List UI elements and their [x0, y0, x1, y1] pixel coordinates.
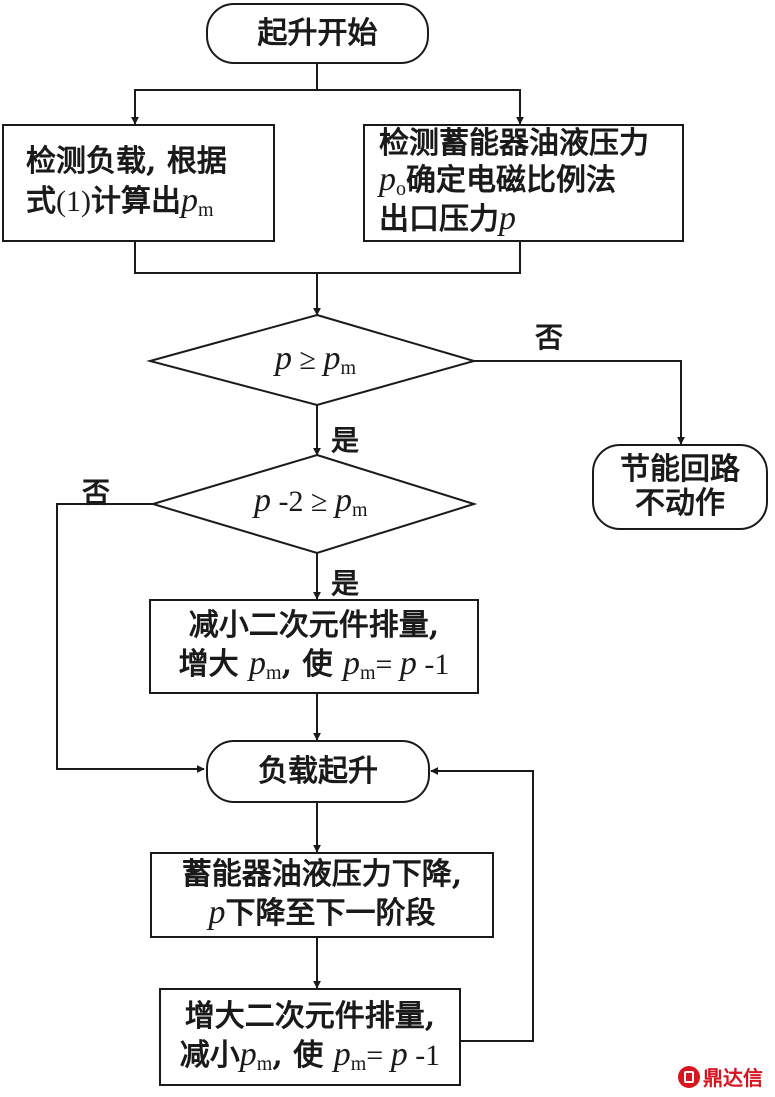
- arrow-loop-back: [430, 767, 534, 1042]
- watermark: 鼎达信: [678, 1062, 763, 1091]
- reduce-line1: 减小二次元件排量,: [188, 608, 440, 643]
- energy-saving-line1: 节能回路: [620, 451, 740, 487]
- detect-pressure-line2: po确定电磁比例法: [379, 161, 616, 201]
- label-yes-decision1: 是: [331, 424, 360, 457]
- energy-saving-line2: 不动作: [635, 486, 725, 521]
- detect-pressure-line1: 检测蓄能器油液压力: [379, 126, 649, 162]
- pressure-drop-line2: p下降至下一阶段: [208, 893, 436, 931]
- label-no-decision2: 否: [82, 476, 111, 509]
- increase-displacement-node: 增大二次元件排量, 减小pm, 使 pm= p -1: [159, 988, 461, 1086]
- detect-load-line1: 检测负载, 根据: [26, 143, 227, 179]
- increase-line1: 增大二次元件排量,: [184, 998, 436, 1034]
- decision2-text: p -2 ≥ pm: [254, 482, 368, 521]
- pressure-drop-node: 蓄能器油液压力下降, p下降至下一阶段: [150, 852, 494, 938]
- reduce-displacement-node: 减小二次元件排量, 增大 pm, 使 pm= p -1: [149, 599, 479, 694]
- reduce-line2: 增大 pm, 使 pm= p -1: [178, 645, 450, 684]
- arrow-start-to-detect-load: [131, 64, 318, 125]
- label-no-decision1: 否: [535, 321, 564, 354]
- watermark-logo-icon: [678, 1065, 700, 1088]
- detect-pressure-line3: 出口压力p: [379, 200, 516, 238]
- detect-pressure-node: 检测蓄能器油液压力 po确定电磁比例法 出口压力p: [363, 124, 684, 242]
- arrow-decision1-no: [474, 360, 685, 445]
- decision2-shape: [149, 453, 478, 555]
- detect-load-line2: 式(1)计算出pm: [26, 182, 214, 222]
- decision1-shape: [146, 313, 478, 407]
- load-lift-node: 负载起升: [206, 740, 430, 803]
- arrow-decision2-no: [56, 503, 205, 773]
- energy-saving-node: 节能回路 不动作: [592, 444, 768, 530]
- detect-load-node: 检测负载, 根据 式(1)计算出pm: [2, 124, 275, 242]
- label-yes-decision2: 是: [331, 567, 360, 600]
- start-label: 起升开始: [257, 15, 378, 51]
- increase-line2: 减小pm, 使 pm= p -1: [179, 1035, 441, 1075]
- load-lift-label: 负载起升: [258, 753, 378, 789]
- arrow-merge-to-decision1: [134, 242, 521, 274]
- pressure-drop-line1: 蓄能器油液压力下降,: [181, 857, 463, 893]
- arrow-start-to-detect-pressure: [317, 89, 524, 125]
- watermark-text: 鼎达信: [703, 1066, 763, 1090]
- start-node: 起升开始: [206, 3, 429, 64]
- decision1-text: p ≥ pm: [275, 340, 357, 379]
